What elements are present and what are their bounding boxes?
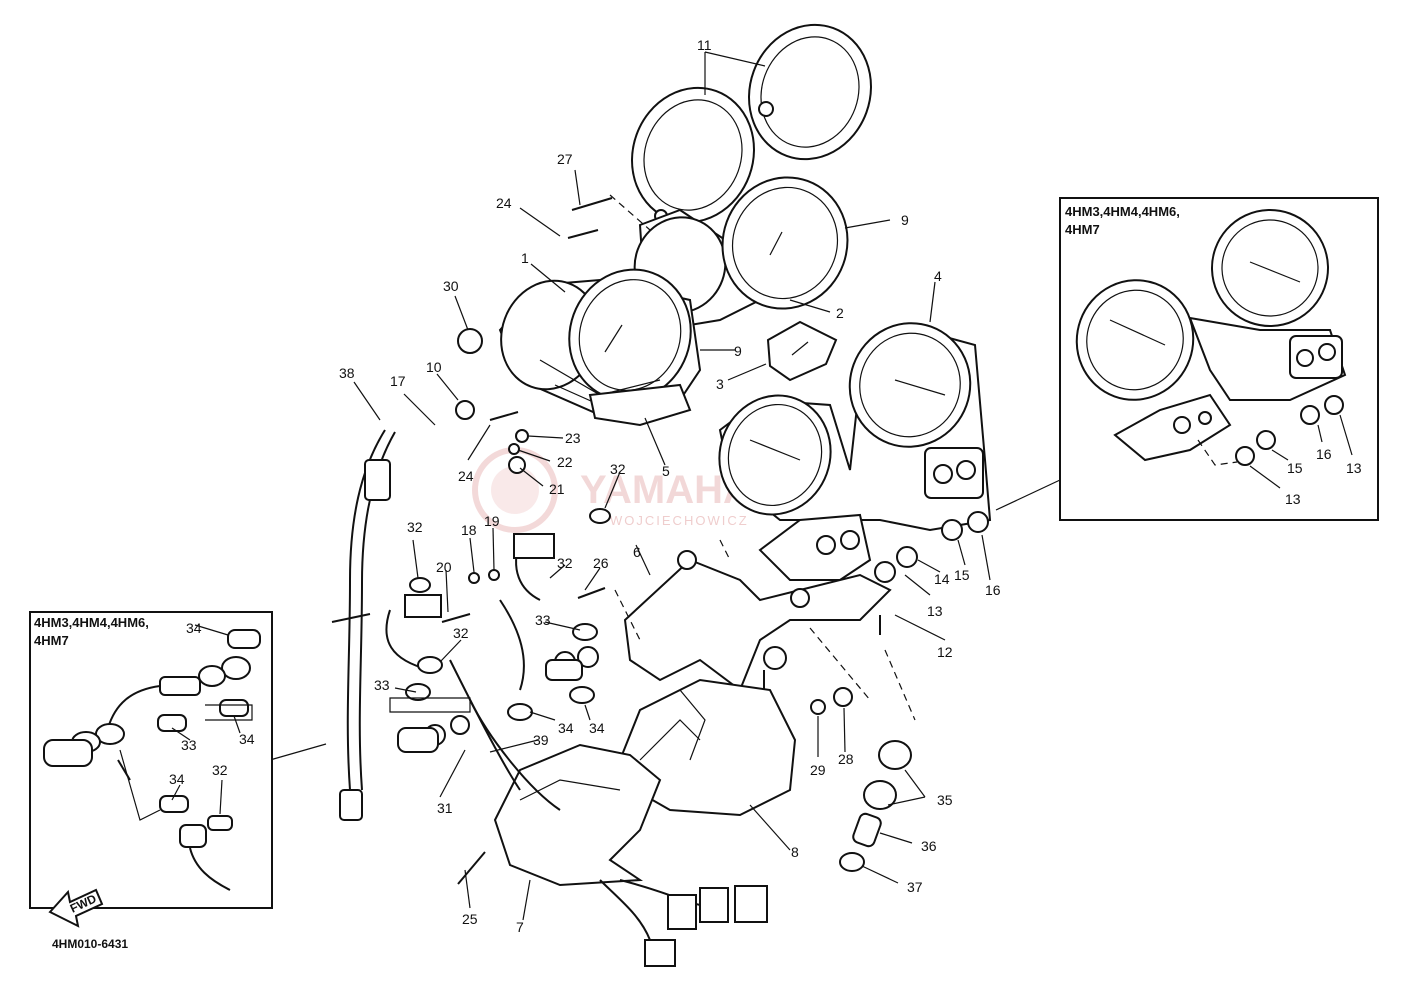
callout-23: 23 [565,430,581,446]
callout-17: 17 [390,373,406,389]
callout-13a: 13 [927,603,943,619]
callout-33c: 33 [181,737,197,753]
callout-39: 39 [533,732,549,748]
callout-numbers: 1 2 3 4 5 6 7 8 9 9 10 11 12 13 13 13 14… [169,37,1362,935]
callout-12: 12 [937,644,953,660]
bulb-sockets [397,508,611,753]
meter-grommets [874,511,989,583]
callout-35: 35 [937,792,953,808]
meter-lower-cover [493,743,662,887]
callout-8: 8 [791,844,799,860]
callout-4: 4 [934,268,942,284]
callout-2: 2 [836,305,844,321]
callout-29: 29 [810,762,826,778]
callout-leaders [269,51,1061,921]
callout-21: 21 [549,481,565,497]
callout-33a: 33 [535,612,551,628]
inset-left-title-line2: 4HM7 [34,633,69,648]
indicator-panel [766,320,838,382]
callout-36: 36 [921,838,937,854]
callout-32c: 32 [557,555,573,571]
callout-34c: 34 [186,620,202,636]
inset-left-title-line1: 4HM3,4HM4,4HM6, [34,615,149,630]
callout-15b: 15 [1287,460,1303,476]
callout-34b: 34 [589,720,605,736]
inset-right-title-line1: 4HM3,4HM4,4HM6, [1065,204,1180,219]
callout-32e: 32 [212,762,228,778]
callout-38: 38 [339,365,355,381]
inset-right-title-line2: 4HM7 [1065,222,1100,237]
callout-31: 31 [437,800,453,816]
callout-25: 25 [462,911,478,927]
callout-19: 19 [484,513,500,529]
callout-6: 6 [633,544,641,560]
callout-37: 37 [907,879,923,895]
callout-1: 1 [521,250,529,266]
callout-13c: 13 [1285,491,1301,507]
callout-10: 10 [426,359,442,375]
callout-32a: 32 [610,461,626,477]
meter-bezel-rings [631,23,872,224]
callout-15a: 15 [954,567,970,583]
callout-24b: 24 [458,468,474,484]
callout-11: 11 [697,37,712,53]
callout-34a: 34 [558,720,574,736]
meter-lower-case [588,383,692,427]
callout-30: 30 [443,278,459,294]
damper-parts [810,687,912,872]
callout-18: 18 [461,522,477,538]
callout-22: 22 [557,454,573,470]
screws-and-bolts [441,197,613,885]
drawing-code: 4HM010-6431 [52,937,128,951]
callout-14: 14 [934,571,950,587]
callout-26: 26 [593,555,609,571]
callout-28: 28 [838,751,854,767]
callout-3: 3 [716,376,724,392]
callout-7: 7 [516,919,524,935]
inset-right-variant: 4HM3,4HM4,4HM6, 4HM7 [1059,197,1379,521]
fwd-arrow-icon: FWD [48,888,104,928]
callout-27: 27 [557,151,573,167]
watermark-sub: WOJCIECHOWICZ [610,513,749,528]
callout-16a: 16 [985,582,1001,598]
inset-left-variant: 4HM3,4HM4,4HM6, 4HM7 [29,611,273,909]
speedometer-cable [331,429,396,821]
callout-13b: 13 [1346,460,1362,476]
callout-32d: 32 [453,625,469,641]
callout-5: 5 [662,463,670,479]
assembly-lines [609,194,916,721]
callout-32b: 32 [407,519,423,535]
callout-9b: 9 [734,343,742,359]
upper-meter-housings [498,176,849,422]
callout-20: 20 [436,559,452,575]
lower-meter-housing [718,322,992,581]
callout-34e: 34 [169,771,185,787]
callout-16b: 16 [1316,446,1332,462]
callout-24a: 24 [496,195,512,211]
meter-stay-bracket [623,550,892,700]
callout-34d: 34 [239,731,255,747]
callout-9a: 9 [901,212,909,228]
callout-33b: 33 [374,677,390,693]
